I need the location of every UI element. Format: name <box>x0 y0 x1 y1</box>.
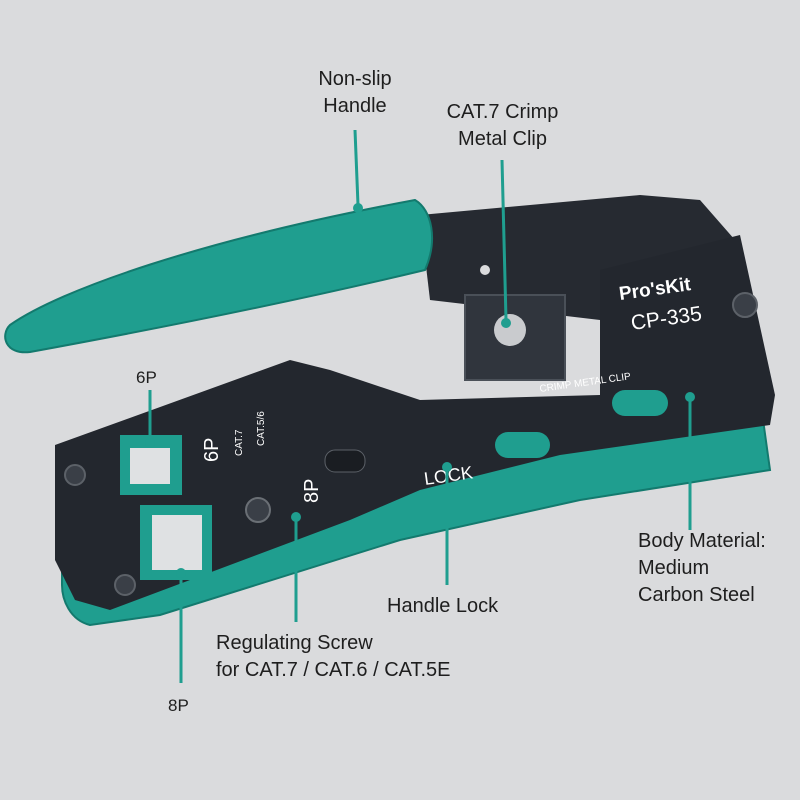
label-crimp-metal-clip: CAT.7 Crimp Metal Clip <box>446 101 559 150</box>
slide-button <box>612 390 668 416</box>
leader-lines <box>145 129 695 683</box>
steel-body <box>55 235 775 610</box>
die-insert-8p <box>152 515 202 570</box>
lock-slot <box>324 449 366 473</box>
die-8p-text: 8P <box>301 479 323 503</box>
crimp-metal-clip <box>494 314 526 346</box>
cat7-text: CAT.7 <box>234 429 245 456</box>
leader-clip <box>500 159 508 321</box>
label-body-material: Body Material: Medium Carbon Steel <box>638 530 766 606</box>
die-insert-6p <box>130 448 170 484</box>
upper-grip-metal <box>420 195 735 320</box>
die-6p-text: 6P <box>201 438 223 462</box>
leader-handle <box>353 129 360 206</box>
body-screw-bottom <box>114 574 136 596</box>
label-6p: 6P <box>136 368 157 387</box>
regulating-screw <box>245 497 271 523</box>
handle-hole <box>480 265 490 275</box>
body-teal-base <box>61 396 772 627</box>
body-screw-left <box>64 464 86 486</box>
non-slip-handle <box>4 198 433 354</box>
lock-button <box>495 432 550 458</box>
cat56-text: CAT.5/6 <box>256 411 267 446</box>
label-non-slip-handle: Non-slip Handle <box>318 68 392 117</box>
label-handle-lock: Handle Lock <box>387 595 499 617</box>
label-regulating-screw: Regulating Screw for CAT.7 / CAT.6 / CAT… <box>216 632 451 681</box>
label-8p: 8P <box>168 696 189 715</box>
body-screw-right <box>732 292 758 318</box>
